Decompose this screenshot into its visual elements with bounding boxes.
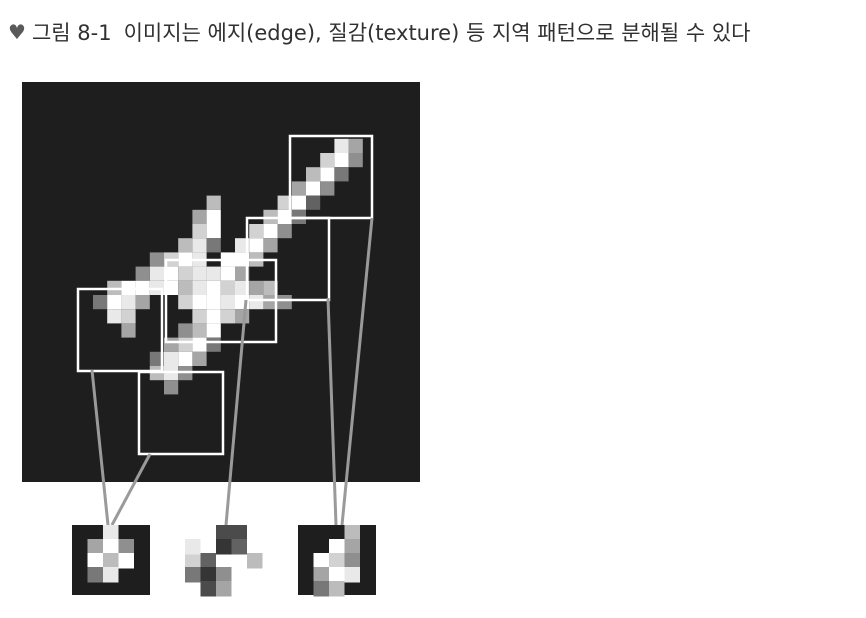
heart-icon: ♥ — [8, 20, 26, 44]
patch-thumbnail-edge — [72, 525, 150, 595]
digit-image — [22, 82, 420, 482]
patch-thumbnail-diagonal — [298, 525, 376, 597]
figure-label: 그림 8-1 — [31, 21, 112, 45]
patch-box — [76, 287, 164, 373]
patch-box — [164, 258, 278, 344]
figure-caption: ♥ 그림 8-1 이미지는 에지(edge), 질감(texture) 등 지역… — [8, 16, 750, 48]
connector-lines — [90, 217, 374, 526]
digit-pixels — [93, 138, 363, 395]
patch-box — [137, 370, 225, 456]
patch-box — [288, 134, 374, 220]
caption-text: 이미지는 에지(edge), 질감(texture) 등 지역 패턴으로 분해될… — [123, 21, 751, 45]
patch-thumbnail-corner — [185, 525, 263, 597]
patch-boxes — [76, 134, 374, 456]
